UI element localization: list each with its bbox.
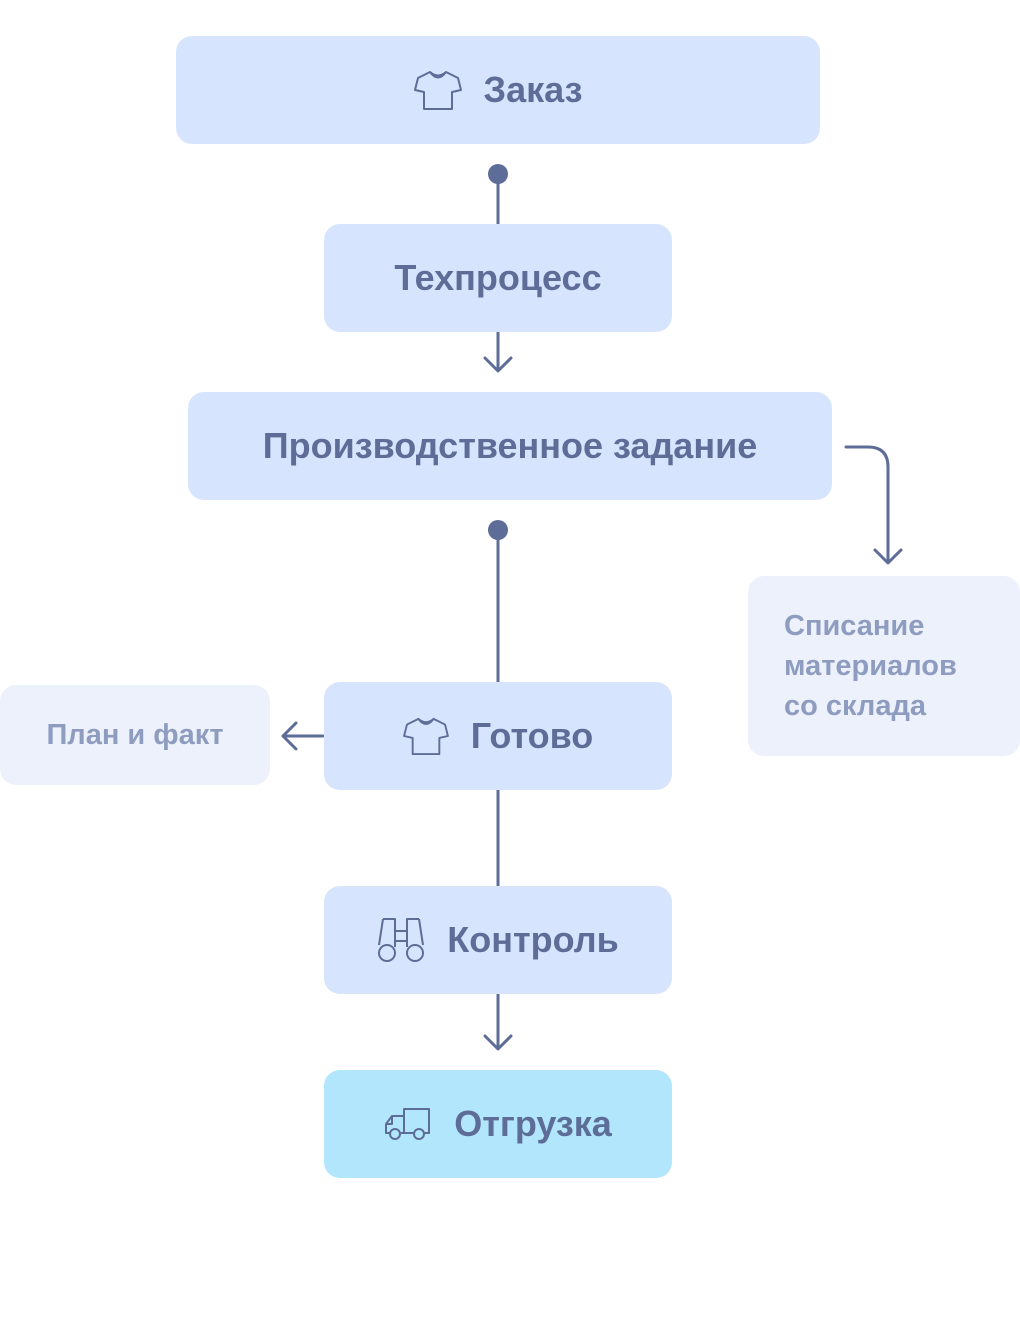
arrowhead-done-planfact [281,721,298,751]
done-node: Готово [324,682,672,790]
control-node: Контроль [324,886,672,994]
binoculars-icon [377,917,425,963]
writeoff-line: со склада [784,690,926,722]
writeoff-node: Списание материалов со склада [748,576,1020,756]
connector-dot [488,520,508,540]
writeoff-line: Списание [784,610,925,642]
production-task-node: Производственное задание [188,392,832,500]
writeoff-line: материалов [784,650,957,682]
truck-icon [384,1106,432,1142]
arrowhead-task-writeoff [873,548,903,565]
order-label: Заказ [483,69,583,110]
plan-fact-label: План и факт [46,718,224,751]
connector-dot [488,164,508,184]
production-task-label: Производственное задание [262,425,758,466]
done-label: Готово [470,715,594,756]
tshirt-icon [402,716,449,756]
arrowhead-control-shipment [483,1034,513,1051]
techprocess-label: Техпроцесс [394,257,602,298]
shipment-node: Отгрузка [324,1070,672,1178]
arrowhead-techprocess-task [483,356,513,373]
shipment-label: Отгрузка [454,1103,612,1144]
tshirt-icon [413,69,462,111]
plan-fact-node: План и факт [0,685,270,785]
control-label: Контроль [447,919,619,960]
order-node: Заказ [176,36,820,144]
techprocess-node: Техпроцесс [324,224,672,332]
connector-task-writeoff [844,445,890,564]
